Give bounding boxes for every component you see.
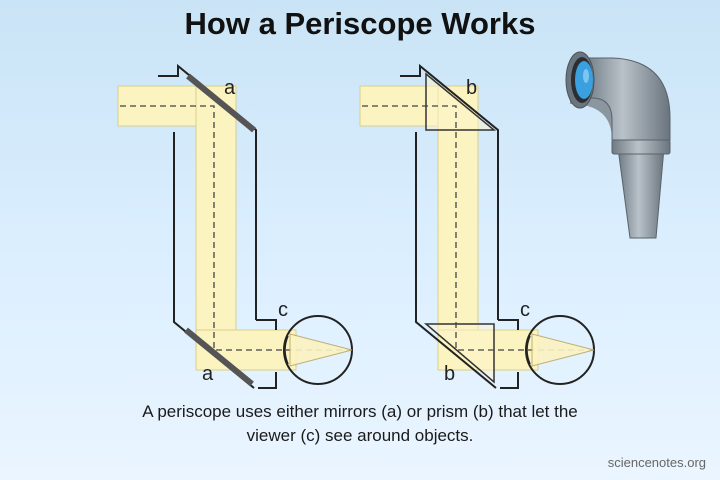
periscope-icon — [565, 51, 671, 239]
prism-top — [425, 72, 497, 131]
center-ray-left — [120, 105, 352, 351]
tube-outline-right — [400, 63, 519, 389]
center-ray-right — [362, 105, 594, 351]
label-viewer-left: c — [278, 299, 288, 321]
mirror-top — [186, 73, 256, 133]
mirror-bottom — [184, 327, 254, 387]
caption-line-2: viewer (c) see around objects. — [246, 426, 474, 445]
label-mirror-top: a — [224, 77, 236, 99]
label-mirror-bottom: a — [202, 363, 214, 385]
label-viewer-right: c — [520, 299, 530, 321]
light-beam-left — [117, 85, 297, 371]
page-title: How a Periscope Works — [184, 6, 536, 41]
source-credit: sciencenotes.org — [607, 455, 706, 470]
label-prism-top: b — [466, 77, 477, 99]
mirror-periscope: a a c — [117, 63, 353, 389]
label-prism-bottom: b — [444, 363, 455, 385]
prism-bottom — [423, 323, 495, 384]
prism-periscope: b b c — [359, 63, 595, 389]
caption-line-1: A periscope uses either mirrors (a) or p… — [142, 402, 578, 421]
eye-icon — [283, 315, 353, 385]
eye-icon — [525, 315, 595, 385]
